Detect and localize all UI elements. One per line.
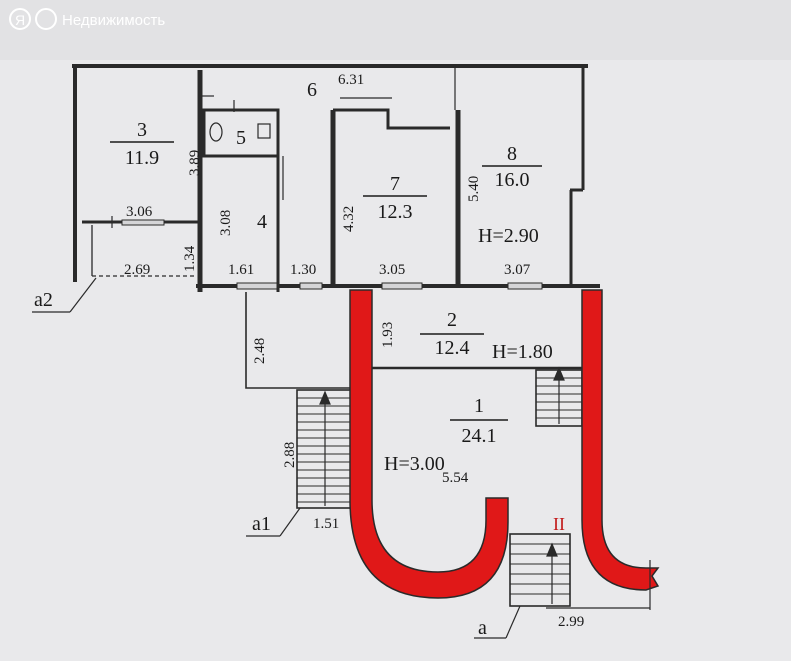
height-labels: H=2.90 H=1.80 H=3.00 bbox=[384, 225, 553, 475]
fraction-bars bbox=[110, 141, 542, 421]
wall-room7-top bbox=[333, 108, 450, 130]
room-2-number: 2 bbox=[447, 309, 457, 331]
dim-1-34: 1.34 bbox=[182, 245, 198, 272]
annex-a-label: а bbox=[478, 617, 487, 639]
pointer-a bbox=[505, 605, 521, 639]
sink-icon bbox=[257, 123, 271, 139]
dim-3-06: 3.06 bbox=[126, 204, 153, 220]
arrow-a1-head bbox=[319, 390, 331, 405]
room-8-number: 8 bbox=[507, 143, 517, 165]
dimension-labels: 6.31 3.06 2.69 1.61 1.30 3.05 3.07 1.51 … bbox=[124, 72, 584, 630]
dim-5-54: 5.54 bbox=[442, 470, 469, 486]
stair-arrows bbox=[319, 366, 565, 604]
room-3-number: 3 bbox=[137, 119, 147, 141]
pointer-a1 bbox=[279, 507, 301, 537]
room-2-area: 12.4 bbox=[435, 337, 470, 359]
opening-room3 bbox=[121, 219, 165, 226]
stairs-a-box bbox=[509, 533, 571, 607]
ticks bbox=[111, 66, 456, 228]
red-walls bbox=[349, 289, 660, 599]
room-8-area: 16.0 bbox=[495, 169, 530, 191]
dim-2-99: 2.99 bbox=[558, 614, 584, 630]
watermark-logo-ring bbox=[9, 8, 31, 30]
red-wall-u bbox=[349, 289, 509, 599]
height-room1: H=3.00 bbox=[384, 453, 445, 475]
room-1-number: 1 bbox=[474, 395, 484, 417]
room-labels: 3 11.9 5 6 7 12.3 8 16.0 4 2 12.4 1 24.1 bbox=[125, 79, 530, 447]
arrow-a-head bbox=[546, 542, 558, 557]
arrow-right-head bbox=[553, 366, 565, 381]
dim-3-89: 3.89 bbox=[187, 150, 203, 176]
toilet-icon bbox=[209, 122, 223, 142]
dim-5-40: 5.40 bbox=[466, 176, 482, 202]
annex-labels: а2 а1 а bbox=[34, 289, 487, 639]
annex-a2-label: а2 bbox=[34, 289, 53, 311]
dim-6-31: 6.31 bbox=[338, 72, 364, 88]
room-4-number: 4 bbox=[257, 211, 267, 233]
watermark: Я Недвижимость bbox=[9, 8, 165, 30]
red-wall-right bbox=[581, 289, 660, 591]
dim-3-08: 3.08 bbox=[218, 210, 234, 236]
dim-3-05: 3.05 bbox=[379, 262, 405, 278]
watermark-text: Недвижимость bbox=[62, 12, 165, 29]
dim-2-88: 2.88 bbox=[282, 442, 298, 468]
room-7-area: 12.3 bbox=[378, 201, 413, 223]
room-3-area: 11.9 bbox=[125, 147, 159, 169]
watermark-home-icon bbox=[35, 8, 57, 30]
opening-room4 bbox=[236, 282, 278, 290]
dim-1-61: 1.61 bbox=[228, 262, 254, 278]
room-1-area: 24.1 bbox=[462, 425, 497, 447]
pointer-a2 bbox=[69, 277, 97, 313]
roman-numeral-label: II bbox=[553, 514, 565, 534]
dim-2-69: 2.69 bbox=[124, 262, 150, 278]
dim-2-48: 2.48 bbox=[252, 338, 268, 364]
pointer-lines bbox=[32, 277, 651, 639]
room-7-number: 7 bbox=[390, 173, 400, 195]
room-6-number: 6 bbox=[307, 79, 317, 101]
opening-corridor bbox=[299, 282, 323, 290]
watermark-logo-glyph: Я bbox=[15, 12, 25, 28]
porch-a1-outline bbox=[245, 292, 356, 389]
dim-1-30: 1.30 bbox=[290, 262, 316, 278]
opening-room8 bbox=[507, 282, 543, 290]
bathroom-fixtures bbox=[209, 122, 271, 142]
vertical-dimension-labels: 3.89 3.08 1.34 4.32 5.40 2.48 1.93 2.88 bbox=[182, 150, 482, 468]
dim-4-32: 4.32 bbox=[341, 206, 357, 232]
room-5-number: 5 bbox=[236, 127, 246, 149]
dim-1-93: 1.93 bbox=[380, 322, 396, 348]
annex-a2 bbox=[91, 225, 196, 277]
annex-a1-label: а1 bbox=[252, 513, 271, 535]
openings bbox=[121, 219, 543, 290]
dim-3-07: 3.07 bbox=[504, 262, 531, 278]
height-room2: H=1.80 bbox=[492, 341, 553, 363]
top-band bbox=[0, 0, 791, 60]
walls bbox=[72, 64, 600, 292]
dim-1-51: 1.51 bbox=[313, 516, 339, 532]
opening-room7 bbox=[381, 282, 423, 290]
bathroom-box bbox=[202, 108, 280, 158]
height-room8: H=2.90 bbox=[478, 225, 539, 247]
